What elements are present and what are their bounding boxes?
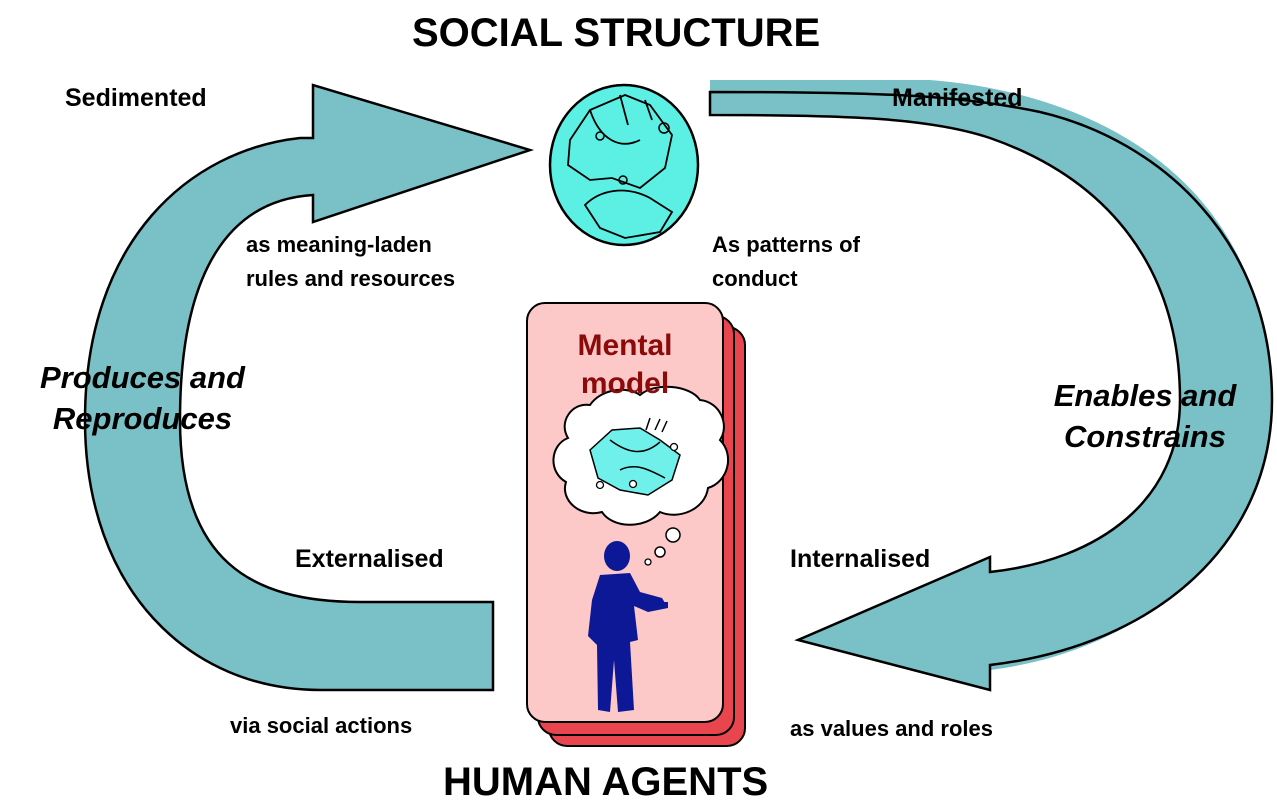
enables-line-2: Constrains bbox=[1064, 419, 1226, 454]
meaning-laden-text: as meaning-laden rules and resources bbox=[246, 228, 455, 296]
produces-line-2: Reproduces bbox=[52, 401, 233, 436]
globe-icon bbox=[548, 83, 700, 247]
person-silhouette-icon bbox=[588, 541, 668, 712]
thought-cloud-icon bbox=[552, 385, 729, 566]
meaning-line-2: rules and resources bbox=[246, 266, 456, 291]
meaning-line-1: as meaning-laden bbox=[246, 232, 432, 257]
enables-line-1: Enables and bbox=[1053, 378, 1237, 413]
sedimented-label: Sedimented bbox=[65, 84, 207, 112]
enables-constrains-text: Enables and Constrains bbox=[1020, 375, 1270, 457]
mental-model-heading: Mental model bbox=[527, 327, 723, 403]
internalised-label: Internalised bbox=[790, 545, 931, 573]
produces-reproduces-text: Produces and Reproduces bbox=[0, 357, 285, 439]
manifested-label: Manifested bbox=[892, 84, 1023, 112]
left-cycle-arrow bbox=[83, 83, 535, 692]
social-structure-title: SOCIAL STRUCTURE bbox=[412, 11, 821, 55]
externalised-label: Externalised bbox=[295, 545, 444, 573]
right-cycle-arrow-outline bbox=[708, 90, 1274, 692]
via-social-actions-text: via social actions bbox=[230, 713, 413, 738]
values-roles-text: as values and roles bbox=[790, 716, 993, 741]
mental-line-1: Mental bbox=[577, 329, 673, 362]
produces-line-1: Produces and bbox=[40, 360, 245, 395]
patterns-text: As patterns of conduct bbox=[712, 228, 860, 296]
patterns-line-2: conduct bbox=[712, 266, 798, 291]
human-agents-title: HUMAN AGENTS bbox=[443, 760, 769, 804]
mental-line-2: model bbox=[580, 367, 670, 400]
patterns-line-1: As patterns of bbox=[712, 232, 860, 257]
